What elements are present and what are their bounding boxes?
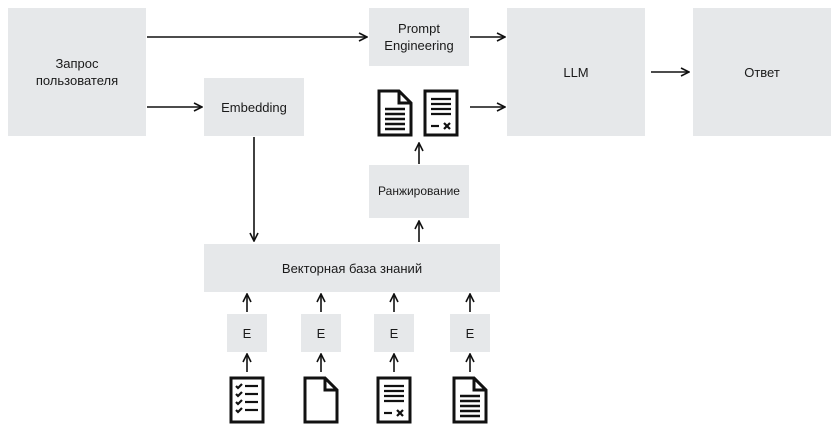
signed-document-icon [423, 89, 459, 137]
llm-label: LLM [563, 64, 589, 80]
encoder-label: E [316, 325, 326, 341]
text-document-icon [377, 89, 413, 137]
signed-document-icon [376, 376, 412, 424]
encoder-box-4: E [450, 314, 490, 352]
llm-box: LLM [507, 8, 645, 136]
prompt-engineering-box: Prompt Engineering [369, 8, 469, 66]
ranking-label: Ранжирование [378, 184, 460, 198]
vector-db-label: Векторная база знаний [281, 260, 423, 276]
answer-box: Ответ [693, 8, 831, 136]
user-query-box: Запрос пользователя [8, 8, 146, 136]
text-document-icon [452, 376, 488, 424]
encoder-label: E [465, 325, 475, 341]
checklist-document-icon [229, 376, 265, 424]
blank-document-icon [303, 376, 339, 424]
ranking-box: Ранжирование [369, 165, 469, 218]
vector-db-box: Векторная база знаний [204, 244, 500, 292]
embedding-box: Embedding [204, 78, 304, 136]
encoder-label: E [242, 325, 252, 341]
encoder-box-1: E [227, 314, 267, 352]
embedding-label: Embedding [221, 99, 287, 115]
encoder-label: E [389, 325, 399, 341]
encoder-box-3: E [374, 314, 414, 352]
prompt-engineering-label: Prompt Engineering [384, 21, 454, 53]
user-query-label: Запрос пользователя [35, 56, 119, 88]
answer-label: Ответ [744, 64, 780, 80]
encoder-box-2: E [301, 314, 341, 352]
